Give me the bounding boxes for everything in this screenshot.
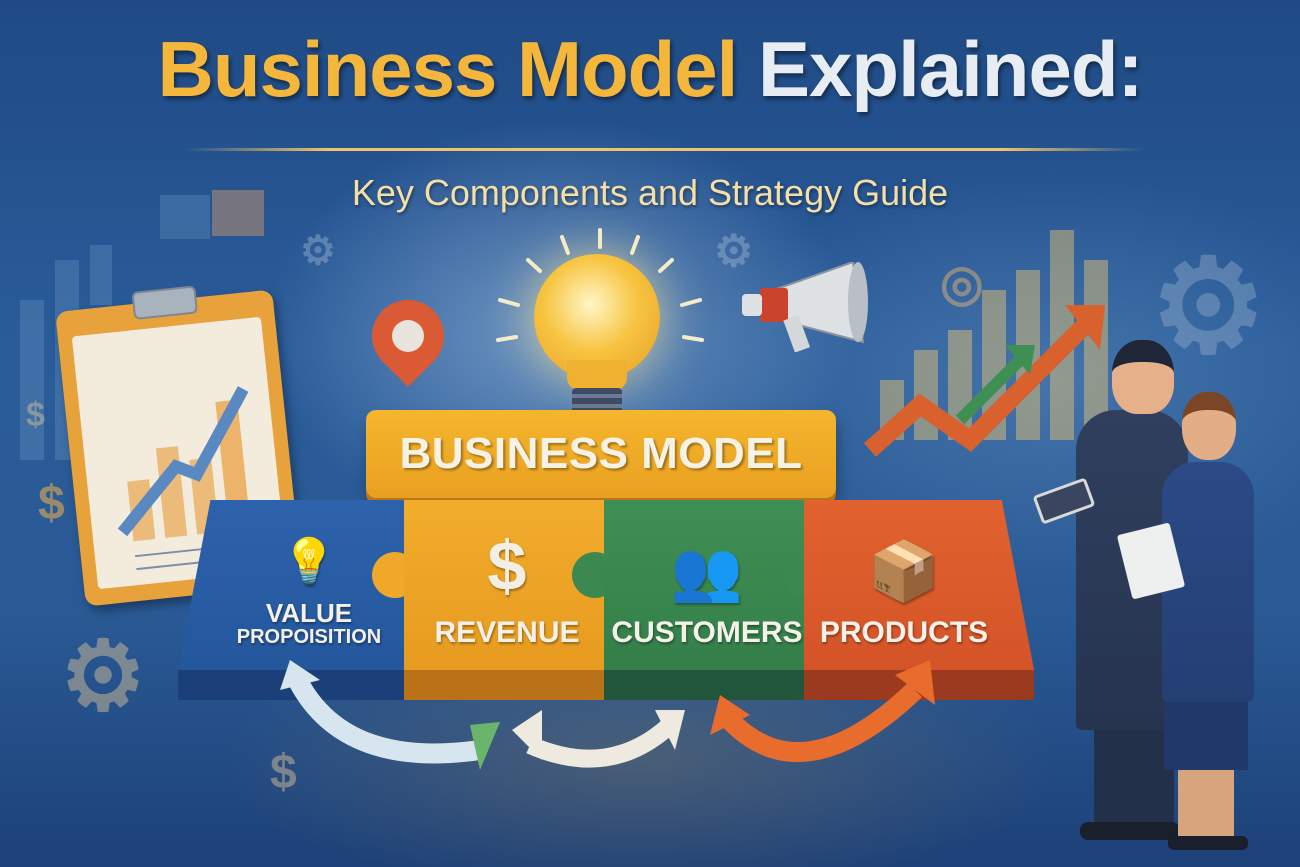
piece-label-line1: VALUE	[265, 597, 353, 628]
lightbulb-icon	[534, 254, 660, 380]
puzzle-piece-revenue: $ REVENUE	[404, 500, 610, 670]
puzzle-piece-customers: 👥 CUSTOMERS	[604, 500, 810, 670]
headline: Business Model Explained:	[0, 30, 1300, 108]
piece-label: REVENUE	[434, 615, 580, 649]
puzzle-piece-value-proposition: 💡 VALUE PROPOISITION	[178, 500, 410, 670]
clipboard-clamp	[131, 285, 199, 320]
title-divider	[185, 148, 1145, 151]
megaphone-icon	[742, 262, 868, 352]
people-icon: 👥	[670, 538, 744, 604]
woman-skirt	[1164, 690, 1248, 770]
businessman-head	[1112, 340, 1174, 414]
light-rays	[496, 228, 704, 342]
headline-part-gold: Business Model	[157, 25, 739, 113]
piece-label-line2: PROPOISITION	[236, 626, 382, 648]
subtitle: Key Components and Strategy Guide	[351, 172, 949, 213]
piece-label: PRODUCTS	[819, 615, 989, 649]
dollar-icon: $	[26, 396, 45, 434]
gear-icon: ⚙	[300, 229, 336, 273]
headline-part-white: Explained:	[758, 25, 1143, 113]
piece-edge	[604, 670, 810, 700]
business-model-label: BUSINESS MODEL	[399, 429, 803, 478]
dollar-icon: $	[270, 746, 297, 799]
piece-label: CUSTOMERS	[611, 615, 803, 649]
map-pin-icon	[357, 285, 459, 387]
puzzle-piece-products: 📦 PRODUCTS	[804, 500, 1034, 670]
dollar-icon: $	[487, 526, 527, 605]
business-model-block: BUSINESS MODEL	[366, 410, 836, 498]
bg-tile	[160, 195, 210, 239]
box-icon: 📦	[867, 538, 941, 604]
bg-bar	[90, 245, 112, 305]
gear-icon: ⚙	[714, 227, 754, 276]
bg-tile	[212, 190, 264, 236]
piece-edge	[404, 670, 610, 700]
businesswoman-shoes	[1168, 836, 1248, 850]
target-icon: ◎	[940, 255, 984, 311]
dollar-icon: $	[38, 477, 65, 530]
cycle-arrows	[280, 660, 935, 770]
woman-legs	[1178, 770, 1234, 840]
lightbulb-neck	[567, 360, 627, 390]
businessman-shoes	[1080, 822, 1180, 840]
lightbulb-icon: 💡	[281, 536, 337, 586]
businesswoman-head	[1182, 392, 1236, 460]
piece-label: VALUE PROPOISITION	[236, 597, 382, 648]
bg-bar	[20, 300, 44, 460]
gear-icon: ⚙	[60, 623, 147, 730]
pin-dot	[385, 313, 431, 359]
growth-arrow-icon	[863, 305, 1105, 457]
